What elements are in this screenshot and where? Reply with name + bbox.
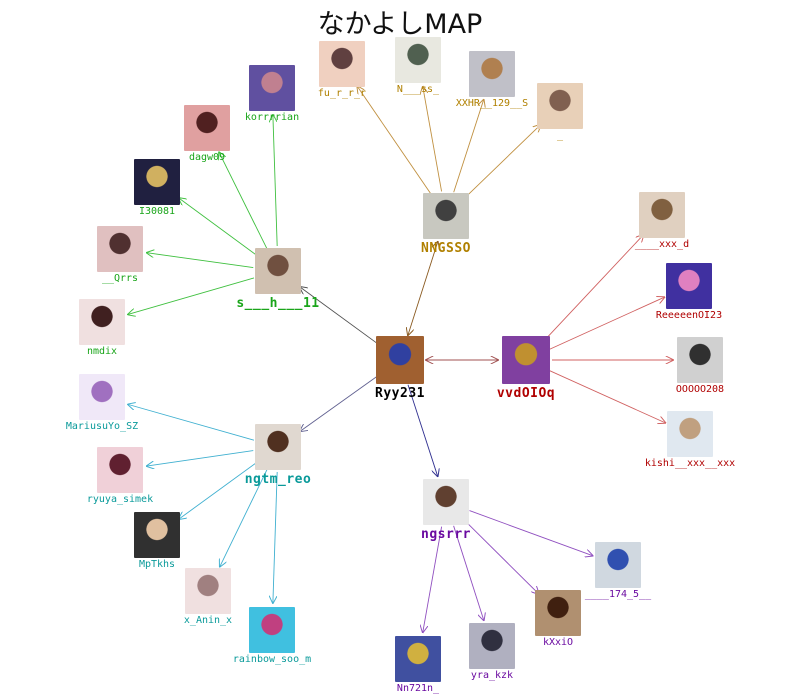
avatar-Nn721n_[interactable] — [395, 636, 441, 682]
edge-s___h___11-to-nmdix — [128, 277, 255, 315]
avatar-I30081[interactable] — [134, 159, 180, 205]
label-korrrrian: korrrrian — [244, 112, 300, 123]
label-I30081: I30081 — [138, 206, 176, 217]
edge-vvdOIOq-to-____xxx_d — [543, 235, 644, 342]
label-Ryy231: Ryy231 — [375, 386, 425, 401]
edge-Ryy231-to-NNGSSO — [408, 242, 438, 336]
edge-vvdOIOq-to-ReeeeenOI23 — [549, 297, 665, 350]
label-MpTkhs: MpTkhs — [138, 559, 176, 570]
avatar-vvdOIOq[interactable] — [502, 336, 550, 384]
edge-ngtm_reo-to-rainbow_soo_m — [273, 471, 278, 603]
avatar-korrrrian[interactable] — [249, 65, 295, 111]
label-XXHR__129__S: XXHR__129__S — [455, 98, 529, 109]
label-N___ss_: N___ss_ — [396, 84, 440, 95]
avatar-s___h___11[interactable] — [255, 248, 301, 294]
avatar-XXHR__129__S[interactable] — [469, 51, 515, 97]
label-NNGSSO: NNGSSO — [421, 241, 471, 256]
label-x_Anin_x: x_Anin_x — [183, 615, 233, 626]
label-rainbow_soo_m: rainbow_soo_m — [232, 654, 312, 665]
edge-s___h___11-to-dagw09 — [219, 152, 268, 249]
avatar-MpTkhs[interactable] — [134, 512, 180, 558]
label-Nn721n_: Nn721n_ — [396, 683, 440, 694]
map-title: なかよしMAP — [317, 9, 483, 40]
label-ReeeeenOI23: ReeeeenOI23 — [655, 310, 723, 321]
avatar-dash[interactable] — [537, 83, 583, 129]
label-kXxiO: kXxiO — [542, 637, 574, 648]
avatar-OOOOO208[interactable] — [677, 337, 723, 383]
avatar-dagw09[interactable] — [184, 105, 230, 151]
avatar-ryuya_simek[interactable] — [97, 447, 143, 493]
avatar-nmdix[interactable] — [79, 299, 125, 345]
label-ngtm_reo: ngtm_reo — [244, 472, 312, 487]
avatar-ngsrrr[interactable] — [423, 479, 469, 525]
label-MariusuYo_SZ: MariusuYo_SZ — [65, 421, 139, 432]
avatar-____xxx_d[interactable] — [639, 192, 685, 238]
label-__Qrrs: __Qrrs — [101, 273, 139, 284]
edge-NNGSSO-to-dash — [463, 125, 541, 199]
label-s___h___11: s___h___11 — [236, 296, 320, 311]
edge-Ryy231-to-ngsrrr — [407, 384, 438, 477]
label-kishi__xxx__xxx: kishi__xxx__xxx — [644, 458, 736, 469]
edge-ngsrrr-to-kXxiO — [463, 519, 539, 594]
edge-Ryy231-to-ngtm_reo — [300, 374, 380, 431]
label-dagw09: dagw09 — [188, 152, 226, 163]
edge-NNGSSO-to-XXHR__129__S — [453, 100, 484, 193]
avatar-Ryy231[interactable] — [376, 336, 424, 384]
label-nmdix: nmdix — [86, 346, 118, 357]
avatar-kXxiO[interactable] — [535, 590, 581, 636]
avatar-kishi__xxx__xxx[interactable] — [667, 411, 713, 457]
avatar-ReeeeenOI23[interactable] — [666, 263, 712, 309]
avatar-__Qrrs[interactable] — [97, 226, 143, 272]
label-fu_r_r_r: fu_r_r_r — [317, 88, 367, 99]
label-ngsrrr: ngsrrr — [421, 527, 471, 542]
edge-ngtm_reo-to-ryuya_simek — [147, 450, 254, 467]
edge-s___h___11-to-I30081 — [179, 198, 259, 257]
label-____xxx_d: ____xxx_d — [634, 239, 690, 250]
label-yra_kzk: yra_kzk — [470, 670, 514, 681]
edge-ngtm_reo-to-MpTkhs — [179, 461, 259, 519]
label-vvdOIOq: vvdOIOq — [496, 386, 556, 401]
avatar-rainbow_soo_m[interactable] — [249, 607, 295, 653]
avatar-NNGSSO[interactable] — [423, 193, 469, 239]
edge-vvdOIOq-to-kishi__xxx__xxx — [549, 370, 666, 423]
edge-ngsrrr-to-yra_kzk — [453, 525, 484, 620]
edge-ngtm_reo-to-MariusuYo_SZ — [128, 404, 255, 441]
label-ryuya_simek: ryuya_simek — [86, 494, 154, 505]
avatar-yra_kzk[interactable] — [469, 623, 515, 669]
label-dash: _ — [556, 130, 564, 141]
edge-ngtm_reo-to-x_Anin_x — [220, 469, 268, 566]
label-____174_5__: ____174_5__ — [584, 589, 652, 600]
edge-ngsrrr-to-Nn721n_ — [423, 526, 443, 633]
edge-NNGSSO-to-fu_r_r_r — [357, 86, 433, 196]
avatar-N___ss_[interactable] — [395, 37, 441, 83]
avatar-fu_r_r_r[interactable] — [319, 41, 365, 87]
avatar-MariusuYo_SZ[interactable] — [79, 374, 125, 420]
edge-Ryy231-to-s___h___11 — [300, 287, 380, 346]
avatar-____174_5__[interactable] — [595, 542, 641, 588]
edge-s___h___11-to-__Qrrs — [147, 253, 254, 268]
label-OOOOO208: OOOOO208 — [675, 384, 725, 395]
avatar-x_Anin_x[interactable] — [185, 568, 231, 614]
edge-NNGSSO-to-N___ss_ — [423, 87, 443, 192]
avatar-ngtm_reo[interactable] — [255, 424, 301, 470]
edge-ngsrrr-to-____174_5__ — [469, 510, 592, 556]
edge-s___h___11-to-korrrrian — [273, 115, 278, 247]
